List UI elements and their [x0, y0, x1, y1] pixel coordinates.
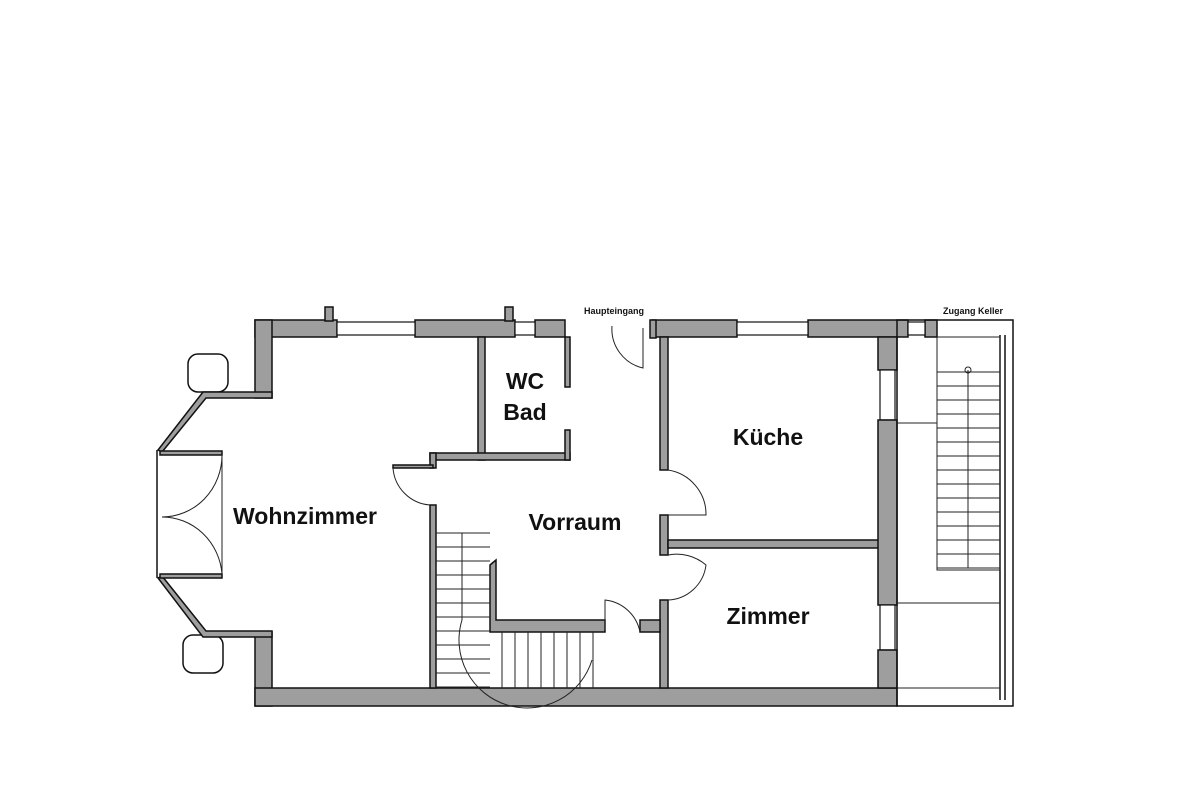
plant-pot-bottom: [182, 634, 224, 674]
room-label-zimmer: Zimmer: [726, 603, 809, 629]
walls: [156, 306, 1014, 709]
room-label-bad: Bad: [503, 399, 546, 425]
stair-start-marker: [964, 366, 972, 374]
stairwell-keller: [936, 336, 1001, 571]
plant-pot-top: [187, 353, 229, 393]
room-label-wc: WC: [506, 368, 544, 394]
label-haupteingang: Haupteingang: [584, 306, 644, 316]
room-label-wohnzimmer: Wohnzimmer: [233, 503, 377, 529]
room-label-kueche: Küche: [733, 424, 803, 450]
label-zugang-keller: Zugang Keller: [943, 306, 1004, 316]
room-label-vorraum: Vorraum: [529, 509, 622, 535]
stair-direction-line: [458, 533, 593, 709]
